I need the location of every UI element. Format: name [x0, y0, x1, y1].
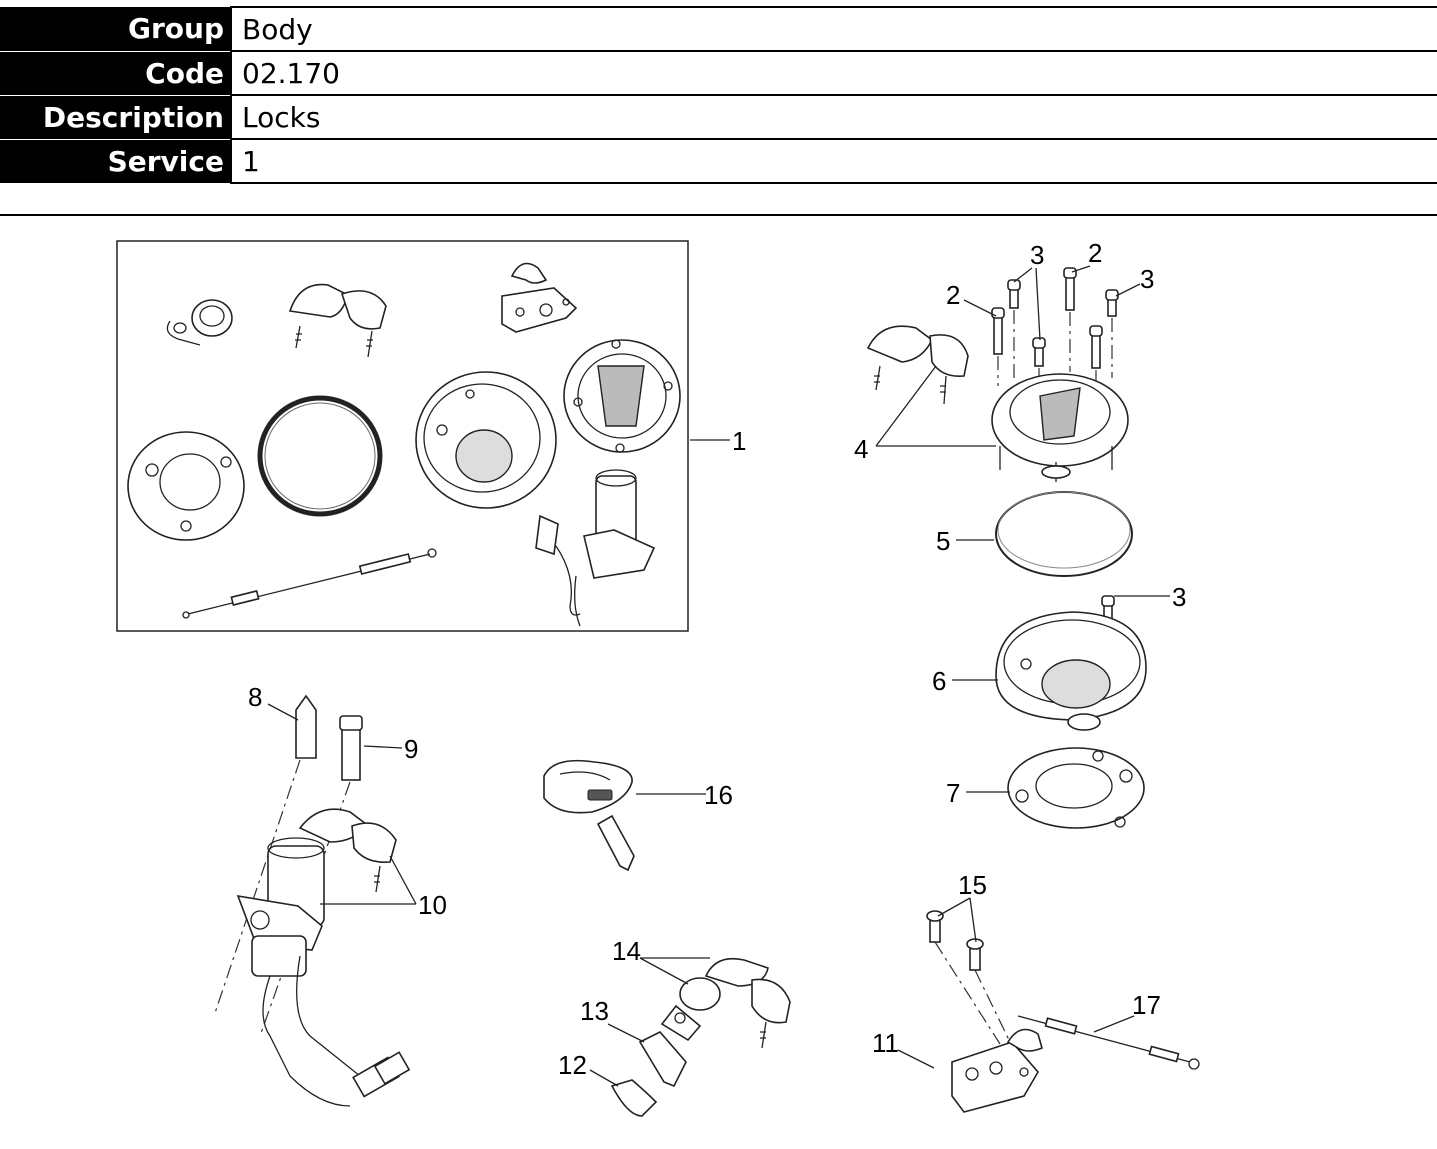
callout-labels: 1 2 3 2 3 4 5 3 6 7 8 9 10 16 14 13 12 1…	[248, 238, 1186, 1080]
kit-ignition-switch	[535, 469, 656, 627]
label-3b: 3	[1140, 264, 1154, 294]
cap-base-plate	[1007, 747, 1145, 829]
label-7: 7	[946, 778, 960, 808]
info-row-code: Code 02.170	[0, 50, 1437, 96]
lock-kit-box	[116, 240, 689, 632]
label-2a: 2	[946, 280, 960, 310]
description-label: Description	[0, 95, 231, 140]
label-3a: 3	[1030, 240, 1044, 270]
aprilia-key	[543, 759, 635, 872]
label-5: 5	[936, 526, 950, 556]
label-12: 12	[558, 1050, 587, 1080]
leader-lines	[267, 265, 1170, 1087]
kit-cap-housing	[415, 371, 557, 509]
code-label: Code	[0, 51, 231, 96]
label-15: 15	[958, 870, 987, 900]
group-label: Group	[0, 7, 231, 52]
info-row-service: Service 1	[0, 138, 1437, 184]
cap-bolts	[991, 267, 1119, 388]
info-row-group: Group Body	[0, 6, 1437, 52]
label-6: 6	[932, 666, 946, 696]
label-16: 16	[704, 780, 733, 810]
label-10: 10	[418, 890, 447, 920]
service-value: 1	[230, 138, 1437, 184]
seat-lock-assembly	[610, 957, 791, 1117]
label-14: 14	[612, 936, 641, 966]
code-value: 02.170	[230, 50, 1437, 96]
kit-seat-latch	[501, 262, 578, 333]
kit-base-plate	[127, 431, 245, 541]
label-17: 17	[1132, 990, 1161, 1020]
cap-keys	[866, 325, 969, 405]
kit-keys	[288, 283, 387, 358]
label-11: 11	[872, 1028, 899, 1058]
cap-top	[991, 373, 1129, 482]
cap-housing	[995, 611, 1147, 731]
label-9: 9	[404, 734, 418, 764]
cap-gasket-inner	[997, 491, 1131, 569]
bolt-9-head	[339, 715, 363, 731]
label-4: 4	[854, 434, 868, 464]
group-value: Body	[230, 6, 1437, 52]
label-13: 13	[580, 996, 609, 1026]
label-2b: 2	[1088, 238, 1102, 268]
kit-cable	[182, 548, 437, 619]
seat-latch-assembly	[926, 910, 1200, 1113]
kit-fuel-cap	[563, 339, 681, 453]
info-table: Group Body Code 02.170 Description Locks…	[0, 6, 1437, 184]
header-divider	[0, 214, 1437, 216]
cap-gasket	[995, 491, 1133, 577]
description-value: Locks	[230, 94, 1437, 140]
kit-gasket	[257, 395, 383, 517]
housing-bolt-head	[1101, 595, 1115, 607]
label-1: 1	[732, 426, 746, 456]
pin-8	[295, 694, 317, 759]
label-3c: 3	[1172, 582, 1186, 612]
service-label: Service	[0, 139, 231, 184]
info-row-description: Description Locks	[0, 94, 1437, 140]
label-8: 8	[248, 682, 262, 712]
exploded-parts-diagram: 1 2 3 2 3 4 5 3 6 7 8 9 10 16 14 13 12 1…	[116, 238, 1200, 1117]
ignition-assembly	[213, 694, 411, 1107]
fuel-cap-assembly	[866, 267, 1147, 829]
kit-seat-lock	[166, 299, 233, 346]
